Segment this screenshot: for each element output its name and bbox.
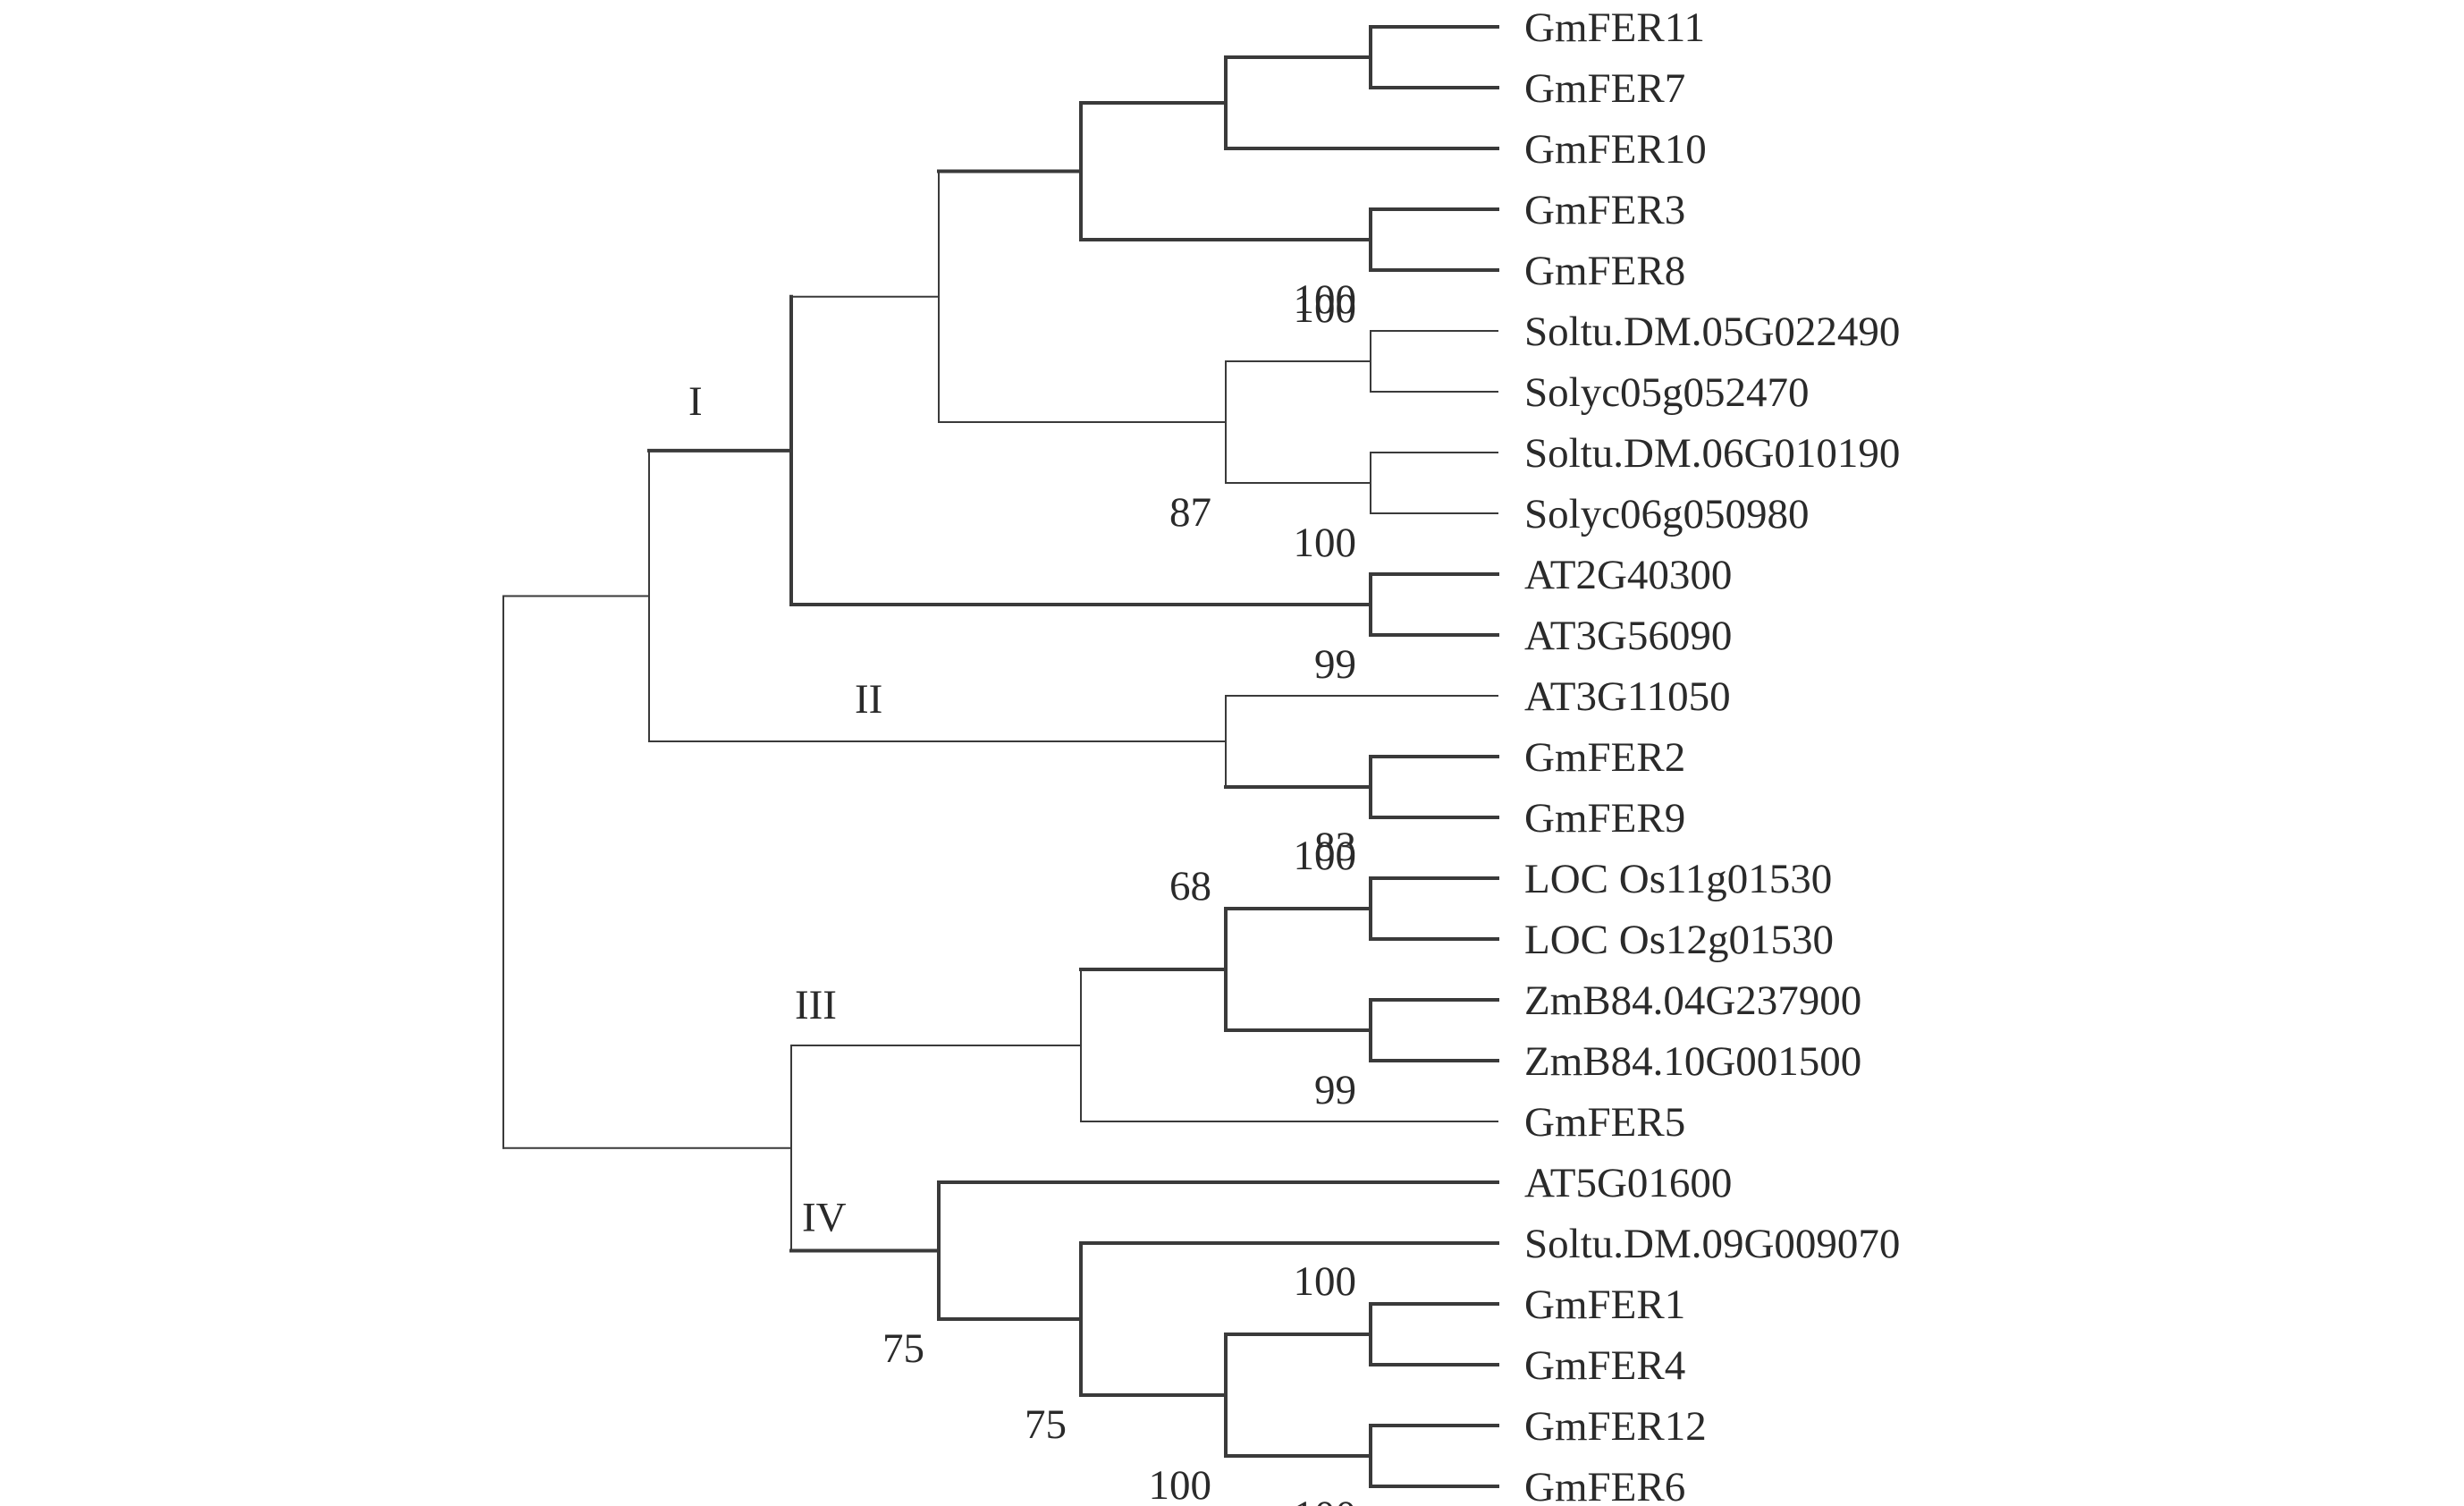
bootstrap-value: 100 (1149, 1462, 1212, 1506)
leaf-label: ZmB84.04G237900 (1524, 977, 1861, 1024)
bootstrap-value: 99 (1314, 641, 1356, 688)
bootstrap-value: 100 (1294, 276, 1357, 323)
leaf-label: Soltu.DM.05G022490 (1524, 309, 1900, 355)
bootstrap-value: 100 (1294, 520, 1357, 566)
clade-label: IV (802, 1195, 847, 1241)
leaf-label: LOC Os11g01530 (1524, 856, 1832, 902)
bootstrap-value: 100 (1294, 1493, 1357, 1506)
clade-label: I (688, 378, 703, 425)
bootstrap-value: 99 (1314, 1067, 1356, 1113)
leaf-label: Soltu.DM.06G010190 (1524, 430, 1900, 477)
leaf-label: LOC Os12g01530 (1524, 917, 1834, 963)
leaf-label: GmFER10 (1524, 126, 1707, 173)
bootstrap-value: 83 (1314, 824, 1356, 870)
leaf-label: GmFER2 (1524, 734, 1685, 781)
leaf-label: AT3G56090 (1524, 613, 1732, 659)
tree-labels: GmFER11GmFER7GmFER10GmFER3GmFER8100Soltu… (688, 4, 1900, 1506)
leaf-label: AT5G01600 (1524, 1160, 1732, 1206)
leaf-label: GmFER7 (1524, 65, 1685, 112)
leaf-label: ZmB84.10G001500 (1524, 1038, 1861, 1085)
leaf-label: GmFER8 (1524, 248, 1685, 294)
leaf-label: GmFER11 (1524, 4, 1705, 51)
leaf-label: GmFER1 (1524, 1282, 1685, 1328)
leaf-label: AT3G11050 (1524, 673, 1731, 720)
leaf-label: GmFER3 (1524, 187, 1685, 233)
leaf-label: Solyc06g050980 (1524, 491, 1810, 537)
leaf-label: Solyc05g052470 (1524, 369, 1810, 416)
bootstrap-value: 87 (1169, 489, 1211, 536)
clade-label: II (855, 676, 882, 723)
leaf-label: GmFER4 (1524, 1342, 1685, 1389)
leaf-label: GmFER9 (1524, 795, 1685, 842)
bootstrap-value: 68 (1169, 863, 1211, 910)
leaf-label: GmFER12 (1524, 1403, 1707, 1450)
leaf-label: Soltu.DM.09G009070 (1524, 1221, 1900, 1267)
clade-label: III (795, 982, 837, 1028)
bootstrap-value: 75 (882, 1325, 924, 1372)
bootstrap-value: 100 (1294, 833, 1357, 879)
bootstrap-value: 100 (1294, 285, 1357, 332)
leaf-label: GmFER6 (1524, 1464, 1685, 1506)
bootstrap-value: 75 (1025, 1401, 1067, 1448)
leaf-label: AT2G40300 (1524, 552, 1732, 598)
tree-branches (502, 25, 1499, 1488)
bootstrap-value: 100 (1294, 1258, 1357, 1305)
leaf-label: GmFER5 (1524, 1099, 1685, 1146)
